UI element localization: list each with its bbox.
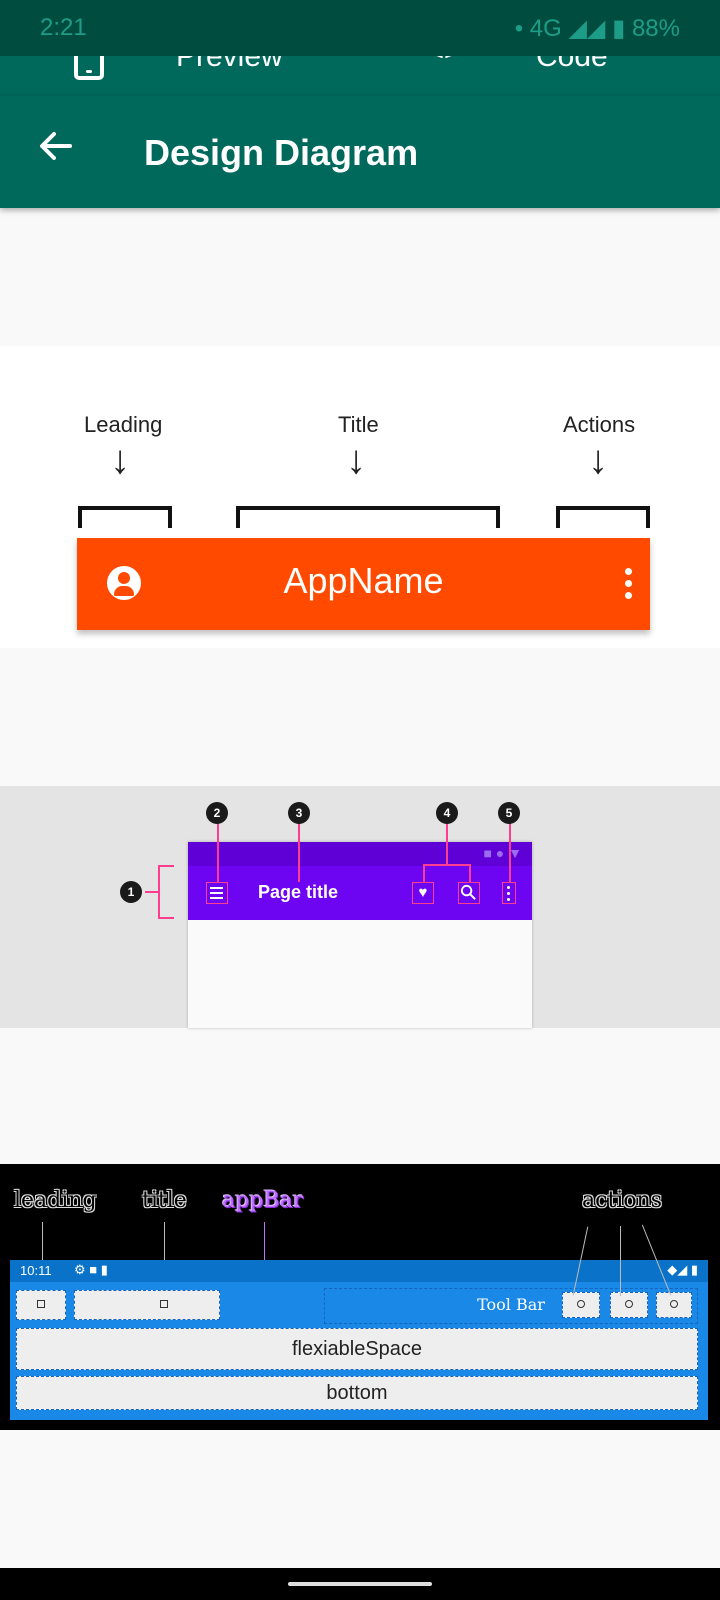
bracket-leading (78, 506, 172, 528)
system-nav-bar (0, 1568, 720, 1600)
signal-icon: ◢◢ (568, 15, 606, 42)
sample-app-bar: AppName (77, 538, 650, 630)
bracket-actions (556, 506, 650, 528)
search-icon (458, 882, 480, 904)
pointer-line (264, 1222, 265, 1264)
callout-line (423, 864, 425, 882)
callout-badge-4: 4 (436, 802, 458, 824)
callout-badge-3: 3 (288, 802, 310, 824)
callout-line (298, 820, 300, 882)
callout-line (145, 891, 158, 893)
mock-page-title: Page title (258, 882, 339, 902)
sample-app-name: AppName (283, 560, 444, 601)
label-appbar: appBar (222, 1188, 304, 1213)
pointer-line (620, 1226, 621, 1296)
diagram-appbar-parts: Leading Title Actions ↓ ↓ ↓ AppName (0, 346, 720, 648)
callout-line (217, 820, 219, 882)
toolbar-box: Tool Bar (324, 1288, 698, 1324)
anchor-circle (670, 1300, 678, 1308)
more-vert-icon (625, 568, 633, 600)
anchor-circle (577, 1300, 585, 1308)
down-arrow-icon: ↓ (346, 438, 366, 482)
callout-badge-2: 2 (206, 802, 228, 824)
battery-percent: 88% (631, 15, 680, 42)
callout-badge-1: 1 (120, 881, 142, 903)
label-leading: Leading (84, 412, 163, 437)
app-bar: Design Diagram (0, 96, 720, 208)
account-circle-icon (107, 566, 141, 600)
title-box (74, 1290, 220, 1320)
pointer-line (164, 1222, 165, 1274)
label-title: title (142, 1188, 187, 1213)
label-actions: Actions (563, 412, 636, 437)
action-box (562, 1292, 600, 1318)
down-arrow-icon: ↓ (110, 438, 130, 482)
bottom-box: bottom (16, 1376, 698, 1410)
more-vert-icon (502, 882, 516, 904)
diagram-flutter-appbar: leading title appBar actions 10:11 ⚙ ■ ▮… (0, 1164, 720, 1430)
leading-box (16, 1290, 66, 1320)
home-gesture-handle[interactable] (288, 1582, 432, 1586)
favorite-icon: ♥ (412, 882, 434, 904)
callout-line (509, 820, 511, 882)
mock-status-bar: ■ ● ▼ (188, 842, 532, 866)
battery-icon: ▮ (612, 15, 626, 42)
mock-status-bar: 10:11 ⚙ ■ ▮ ◆◢ ▮ (10, 1260, 708, 1282)
action-box (610, 1292, 648, 1318)
status-bar: 2:21 • 4G ◢◢ ▮ 88% (0, 0, 720, 56)
network-type: 4G (529, 15, 562, 42)
anchor-square (37, 1300, 45, 1308)
page-title: Design Diagram (144, 132, 419, 173)
label-leading: leading (14, 1188, 97, 1213)
mock-app-bar (188, 866, 532, 920)
down-arrow-icon: ↓ (588, 438, 608, 482)
callout-line (158, 865, 160, 917)
label-actions: actions (582, 1188, 663, 1213)
callout-line (158, 865, 174, 867)
callout-line (158, 917, 174, 919)
callout-line (423, 864, 469, 866)
status-indicators: • 4G ◢◢ ▮ 88% (514, 15, 680, 42)
flexible-space-box: flexiableSpace (16, 1328, 698, 1370)
callout-line (469, 864, 471, 882)
diagram-material-top-app-bar: ■ ● ▼ Page title ♥ 1 2 3 4 5 (0, 786, 720, 1028)
callout-badge-5: 5 (498, 802, 520, 824)
callout-line (446, 820, 448, 864)
anchor-square (160, 1300, 168, 1308)
back-arrow-icon[interactable] (36, 126, 76, 166)
mock-status-icons: ■ ● ▼ (483, 845, 522, 861)
bracket-title (236, 506, 500, 528)
mock-status-icons: ⚙ ■ ▮ (74, 1262, 108, 1277)
mock-status-time: 10:11 (20, 1263, 52, 1278)
status-time: 2:21 (40, 14, 87, 41)
mock-status-right-icons: ◆◢ ▮ (667, 1262, 698, 1277)
menu-icon (206, 882, 228, 904)
pointer-line (42, 1222, 43, 1274)
label-title: Title (338, 412, 379, 437)
anchor-circle (625, 1300, 633, 1308)
